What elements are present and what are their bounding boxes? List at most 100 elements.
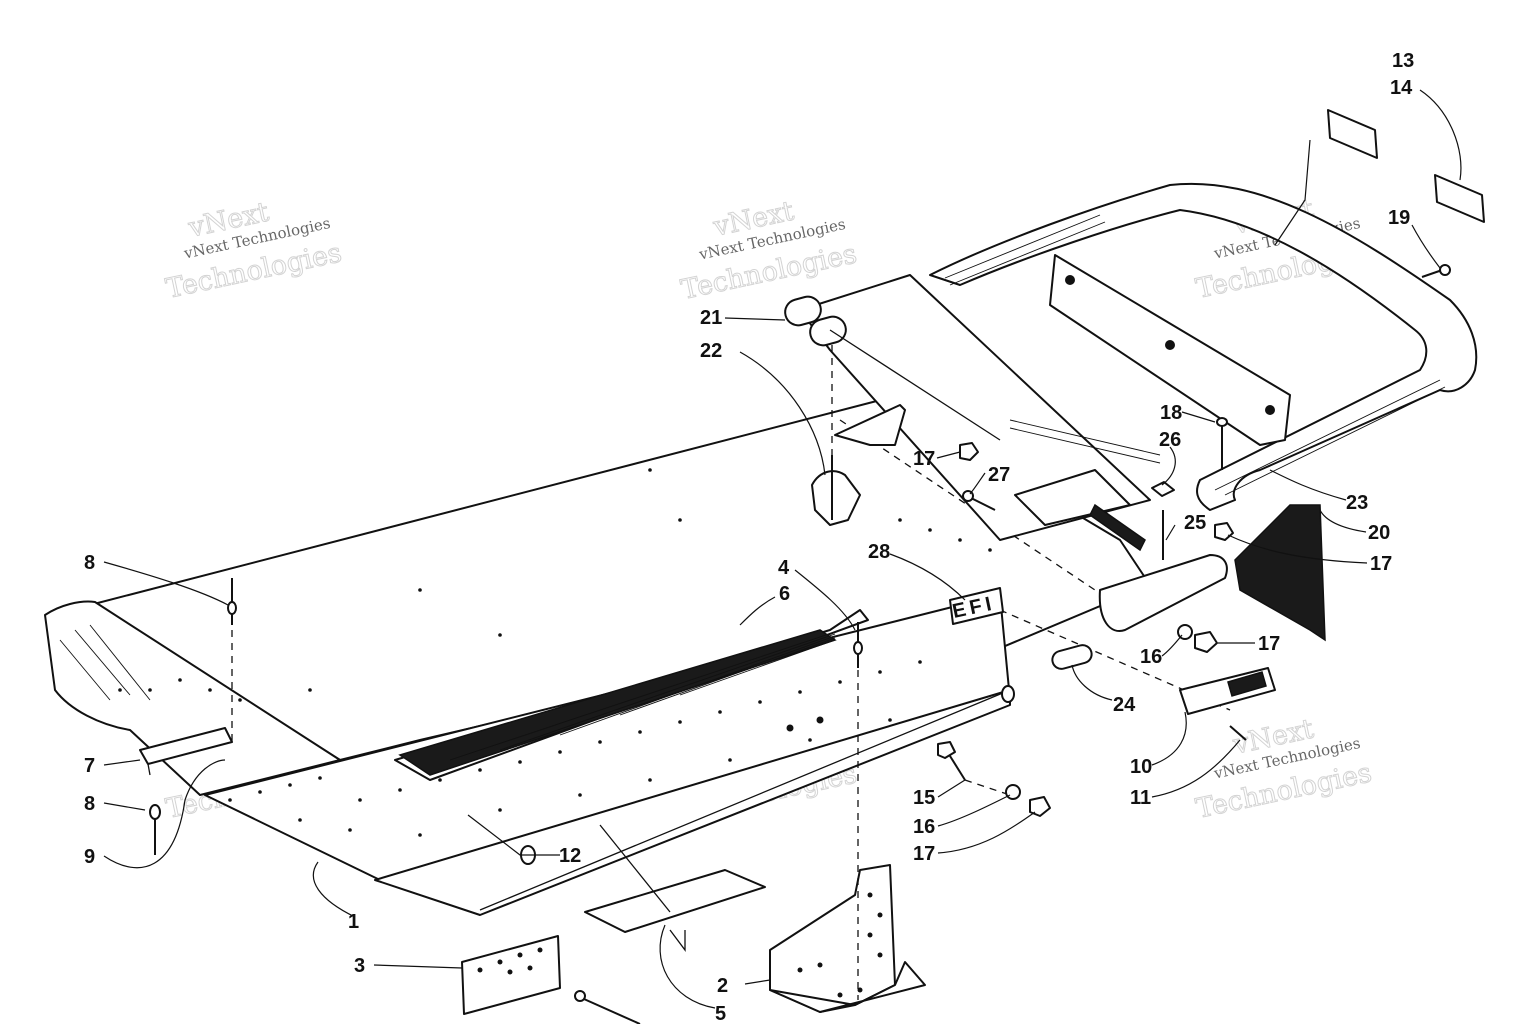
callout-27: 27 bbox=[988, 464, 1010, 486]
bumper-ribs bbox=[944, 214, 1446, 496]
leader-26 bbox=[1161, 446, 1176, 486]
bolt-18-head bbox=[1216, 417, 1228, 427]
hidden-edge-line bbox=[839, 419, 1141, 621]
rivet-holes bbox=[118, 468, 992, 837]
leader-27 bbox=[969, 472, 986, 495]
plate-3-screw-head bbox=[574, 990, 586, 1002]
reflector-13 bbox=[1327, 109, 1378, 159]
leader-10 bbox=[1151, 711, 1187, 766]
callout-28: 28 bbox=[868, 541, 890, 563]
watermark-group-center: vNext vNext Technologies Technologies bbox=[678, 195, 860, 306]
callout-24: 24 bbox=[1113, 694, 1136, 716]
side-plate-3-holes bbox=[477, 947, 543, 975]
rivet-4-head bbox=[853, 641, 863, 655]
mount-tube bbox=[1098, 554, 1228, 632]
fasteners bbox=[149, 264, 1451, 1024]
leader-11 bbox=[1151, 739, 1241, 798]
corner-bracket-body bbox=[769, 864, 896, 1013]
running-board-tread bbox=[394, 609, 869, 781]
watermark-group-lower-right: vNext vNext Technologies Technologies bbox=[1193, 713, 1375, 825]
callout-7: 7 bbox=[84, 755, 95, 777]
callout-16-right: 16 bbox=[1140, 646, 1162, 668]
leader-14 bbox=[1419, 89, 1462, 181]
washer-16-lower bbox=[1005, 784, 1021, 800]
nut-17-upper bbox=[959, 442, 979, 461]
axle-tube bbox=[1051, 644, 1093, 670]
leader-25 bbox=[1165, 524, 1176, 541]
callout-3: 3 bbox=[354, 955, 365, 977]
rivet-8-upper-head bbox=[227, 601, 237, 615]
callout-labels: 1 2 3 4 5 6 7 8 8 9 10 11 12 13 14 15 16… bbox=[84, 50, 1414, 1024]
leader-15 bbox=[937, 779, 966, 798]
callout-8-bottom: 8 bbox=[84, 793, 95, 815]
mount-bracket-shadow bbox=[1089, 503, 1146, 552]
bumper-frame bbox=[929, 182, 1478, 511]
corner-bracket-base bbox=[769, 961, 926, 1013]
nut-17-lower bbox=[1029, 796, 1051, 817]
leader-24 bbox=[1071, 664, 1113, 701]
bolt-15-head bbox=[937, 741, 956, 759]
mount-bracket bbox=[1014, 469, 1146, 552]
leader-17-upper bbox=[936, 451, 961, 459]
callout-17-upper: 17 bbox=[913, 448, 935, 470]
watermark-group-left: vNext vNext Technologies Technologies bbox=[163, 196, 345, 305]
corner-bracket-holes bbox=[797, 892, 883, 998]
leader-lines bbox=[103, 89, 1462, 1009]
callout-25: 25 bbox=[1184, 512, 1206, 534]
leader-9 bbox=[103, 759, 226, 869]
callout-4: 4 bbox=[778, 557, 790, 579]
nut-17-right bbox=[1194, 631, 1218, 653]
rivet-8-lower-head bbox=[149, 804, 161, 820]
bolt-19-head bbox=[1439, 264, 1451, 276]
angle-bracket-7-lip bbox=[147, 763, 151, 776]
leader-16-right bbox=[1161, 634, 1183, 657]
callout-8-top: 8 bbox=[84, 552, 95, 574]
side-reflector-lens bbox=[1227, 671, 1267, 697]
leader-17-mid bbox=[1227, 534, 1368, 564]
angle-bracket-7 bbox=[139, 727, 233, 765]
step-plate-edge bbox=[669, 929, 686, 952]
step-plate-leader bbox=[599, 824, 671, 913]
leader-20 bbox=[1319, 509, 1367, 533]
callout-19: 19 bbox=[1388, 207, 1410, 229]
leader-2 bbox=[744, 979, 771, 985]
leader-21 bbox=[724, 317, 786, 321]
callout-16-lower: 16 bbox=[913, 816, 935, 838]
rear-bumper-assembly bbox=[929, 182, 1478, 642]
leader-16-lower bbox=[937, 794, 1011, 827]
plate-3-screw bbox=[574, 994, 641, 1024]
corner-bracket bbox=[769, 864, 926, 1013]
leader-19 bbox=[1411, 224, 1441, 269]
axle-tubes bbox=[1051, 554, 1228, 670]
grab-bar-pivot-assembly bbox=[784, 274, 1161, 541]
callout-2: 2 bbox=[717, 975, 728, 997]
callout-22: 22 bbox=[700, 340, 722, 362]
pivot-arm-teeth bbox=[1009, 419, 1161, 464]
leader-5 bbox=[659, 924, 716, 1009]
snow-flap bbox=[1234, 504, 1326, 642]
callout-9: 9 bbox=[84, 846, 95, 868]
callout-17-right: 17 bbox=[1258, 633, 1280, 655]
tunnel-left-end bbox=[44, 600, 341, 796]
nut-17-mid bbox=[1214, 522, 1234, 541]
callout-21: 21 bbox=[700, 307, 722, 329]
callout-5: 5 bbox=[715, 1003, 726, 1024]
callout-17-mid: 17 bbox=[1370, 553, 1392, 575]
tread-lines bbox=[449, 631, 836, 761]
leader-3 bbox=[373, 964, 463, 969]
pivot-tube-lower bbox=[809, 315, 847, 347]
reflector-14 bbox=[1434, 174, 1485, 223]
top-angle-bracket bbox=[834, 404, 906, 446]
callout-18: 18 bbox=[1160, 402, 1182, 424]
leader-23 bbox=[1269, 469, 1347, 501]
rail-rod-end bbox=[1001, 685, 1015, 703]
leader-28 bbox=[889, 553, 966, 601]
callout-12: 12 bbox=[559, 845, 581, 867]
tunnel-left-hatch bbox=[59, 624, 151, 701]
leader-4 bbox=[794, 569, 856, 631]
leader-6 bbox=[739, 596, 776, 626]
callout-6: 6 bbox=[779, 583, 790, 605]
leader-13 bbox=[1274, 139, 1311, 246]
